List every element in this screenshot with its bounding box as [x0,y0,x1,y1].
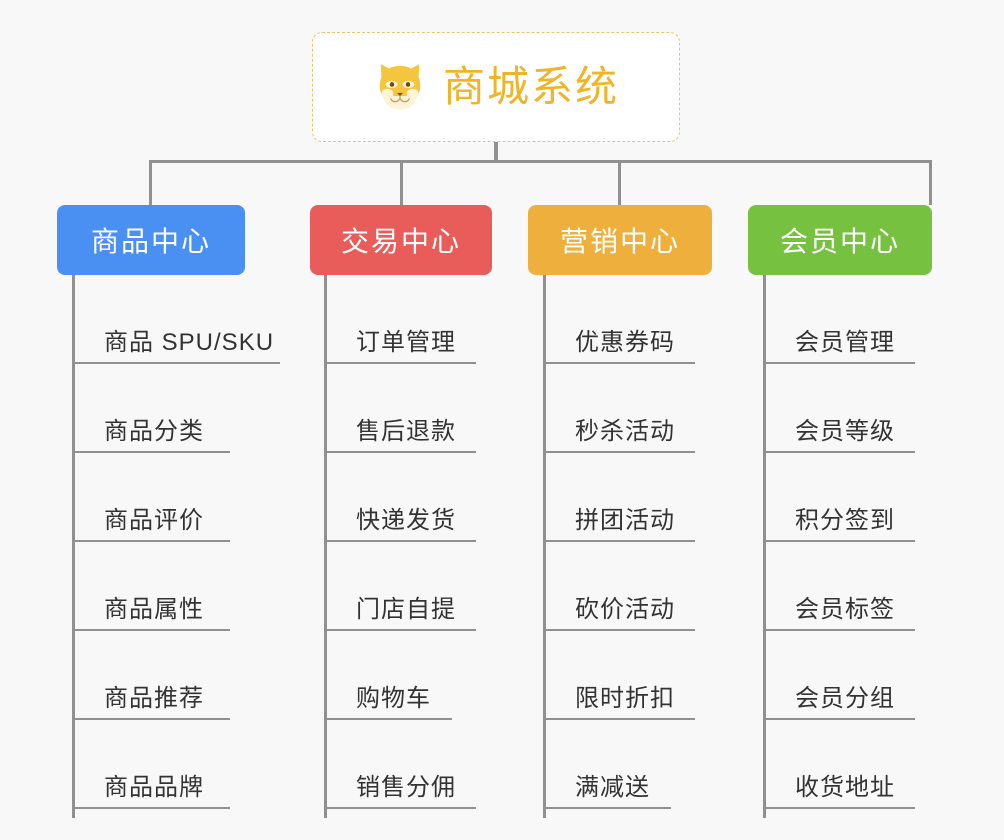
connector-root-stem [494,142,498,162]
leaf-label: 商品评价 [104,507,204,534]
leaf-label: 积分签到 [795,507,895,534]
connector-trunk-1 [72,275,75,818]
category-box-2[interactable]: 交易中心 [310,205,492,275]
leaf-label: 会员分组 [795,685,895,712]
leaf-label: 订单管理 [356,329,456,356]
category-label-2: 交易中心 [340,226,461,257]
root-node-label: 商城系统 [442,63,619,110]
leaf-item-3-2[interactable]: 秒杀活动 [543,364,695,453]
leaf-label: 会员标签 [795,596,895,623]
leaf-item-4-4[interactable]: 会员标签 [763,542,915,631]
leaf-item-3-6[interactable]: 满减送 [543,720,671,809]
leaf-item-3-4[interactable]: 砍价活动 [543,542,695,631]
category-box-1[interactable]: 商品中心 [57,205,245,275]
connector-drop-4 [929,160,932,205]
leaf-label: 会员等级 [795,418,895,445]
connector-drop-2 [400,160,403,205]
leaf-item-2-2[interactable]: 售后退款 [324,364,476,453]
root-node-mall-system[interactable]: 商城系统 [312,32,680,142]
leaf-label: 会员管理 [795,329,895,356]
category-box-4[interactable]: 会员中心 [748,205,932,275]
leaf-item-3-5[interactable]: 限时折扣 [543,631,695,720]
connector-horizontal-bus [150,160,932,163]
leaf-label: 商品分类 [104,418,204,445]
connector-drop-1 [149,160,152,205]
connector-trunk-3 [543,275,546,818]
leaf-label: 商品推荐 [104,685,204,712]
leaf-item-4-2[interactable]: 会员等级 [763,364,915,453]
connector-trunk-2 [324,275,327,818]
leaf-item-4-6[interactable]: 收货地址 [763,720,915,809]
leaf-item-4-3[interactable]: 积分签到 [763,453,915,542]
leaf-item-4-1[interactable]: 会员管理 [763,275,915,364]
leaf-label: 满减送 [575,774,650,801]
leaf-item-2-6[interactable]: 销售分佣 [324,720,476,809]
leaf-item-3-3[interactable]: 拼团活动 [543,453,695,542]
leaf-label: 售后退款 [356,418,456,445]
leaf-label: 优惠券码 [575,329,675,356]
shiba-dog-face-icon [379,64,421,110]
leaf-label: 商品 SPU/SKU [104,329,275,356]
leaf-item-1-2[interactable]: 商品分类 [72,364,230,453]
leaf-item-2-5[interactable]: 购物车 [324,631,452,720]
category-label-1: 商品中心 [90,226,211,257]
leaf-item-1-3[interactable]: 商品评价 [72,453,230,542]
leaf-item-3-1[interactable]: 优惠券码 [543,275,695,364]
leaf-label: 秒杀活动 [575,418,675,445]
leaf-item-1-4[interactable]: 商品属性 [72,542,230,631]
leaf-label: 购物车 [356,685,431,712]
leaf-label: 限时折扣 [575,685,675,712]
leaf-label: 收货地址 [795,774,895,801]
leaf-item-1-1[interactable]: 商品 SPU/SKU [72,275,280,364]
category-box-3[interactable]: 营销中心 [528,205,712,275]
leaf-label: 销售分佣 [356,774,456,801]
category-label-4: 会员中心 [779,226,900,257]
leaf-label: 拼团活动 [575,507,675,534]
leaf-item-2-4[interactable]: 门店自提 [324,542,476,631]
leaf-label: 门店自提 [356,596,456,623]
leaf-label: 砍价活动 [575,596,675,623]
leaf-item-1-6[interactable]: 商品品牌 [72,720,230,809]
leaf-item-4-5[interactable]: 会员分组 [763,631,915,720]
leaf-item-2-1[interactable]: 订单管理 [324,275,476,364]
leaf-label: 快递发货 [356,507,456,534]
leaf-item-1-5[interactable]: 商品推荐 [72,631,230,720]
leaf-item-2-3[interactable]: 快递发货 [324,453,476,542]
leaf-label: 商品品牌 [104,774,204,801]
leaf-label: 商品属性 [104,596,204,623]
connector-trunk-4 [763,275,766,818]
connector-drop-3 [618,160,621,205]
category-label-3: 营销中心 [559,226,680,257]
